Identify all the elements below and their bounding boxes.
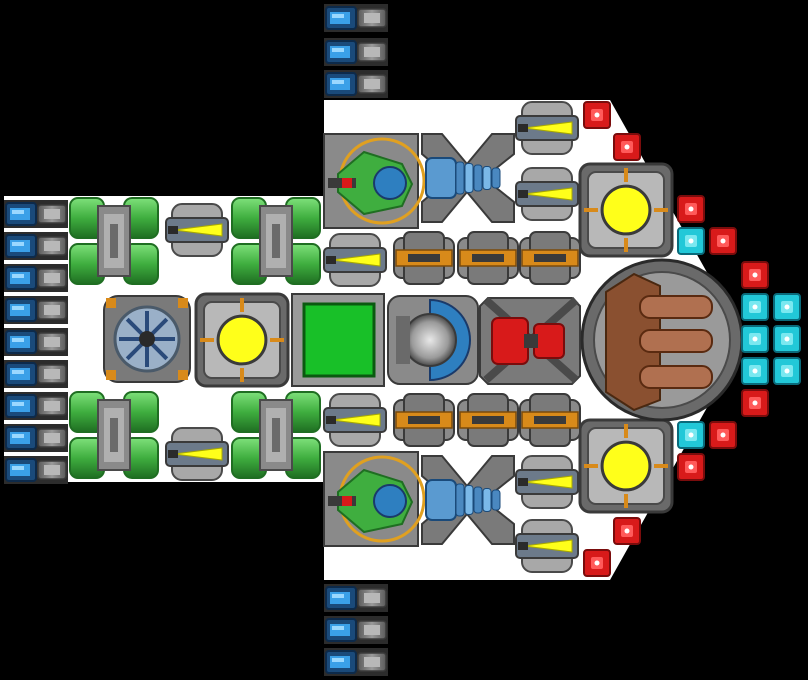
battery-cell	[324, 70, 388, 98]
warning-light	[709, 421, 737, 449]
warning-light	[613, 133, 641, 161]
fuel-tank	[230, 196, 322, 286]
coupler	[393, 231, 455, 285]
thruster[interactable]	[323, 393, 387, 447]
sensor-light	[773, 325, 801, 353]
coupler	[457, 231, 519, 285]
engine[interactable]	[421, 133, 515, 223]
sensor-light	[741, 325, 769, 353]
battery-cell	[324, 616, 388, 644]
cargo-bay	[291, 293, 385, 387]
sensor-light	[773, 293, 801, 321]
battery-cell	[4, 456, 68, 484]
sensor-light	[741, 357, 769, 385]
battery-cell	[4, 424, 68, 452]
warning-light	[741, 389, 769, 417]
battery-cell	[4, 232, 68, 260]
warning-light	[709, 227, 737, 255]
thruster[interactable]	[515, 519, 579, 573]
battery-cell	[4, 360, 68, 388]
battery-cell	[324, 38, 388, 66]
sensor-light	[677, 421, 705, 449]
nav-hub	[103, 295, 191, 383]
engine[interactable]	[421, 455, 515, 545]
warning-light	[741, 261, 769, 289]
sensor-light	[677, 227, 705, 255]
red-core	[479, 297, 581, 385]
thruster[interactable]	[515, 167, 579, 221]
warning-light	[583, 101, 611, 129]
warning-light	[583, 549, 611, 577]
coupler	[519, 231, 581, 285]
battery-cell	[4, 296, 68, 324]
turret[interactable]	[323, 451, 426, 547]
sensor-light	[741, 293, 769, 321]
battery-cell	[324, 4, 388, 32]
warning-light	[677, 195, 705, 223]
coupler	[457, 393, 519, 447]
battery-cell	[324, 648, 388, 676]
battery-cell	[324, 584, 388, 612]
fuel-tank	[230, 390, 322, 480]
bridge-dome	[580, 258, 744, 422]
thruster[interactable]	[165, 427, 229, 481]
fuel-tank	[68, 196, 160, 286]
warning-light	[613, 517, 641, 545]
thruster[interactable]	[323, 233, 387, 287]
thruster[interactable]	[165, 203, 229, 257]
battery-cell	[4, 200, 68, 228]
reactor-core	[194, 292, 290, 388]
coupler	[393, 393, 455, 447]
coupler	[519, 393, 581, 447]
thruster[interactable]	[515, 455, 579, 509]
battery-cell	[4, 392, 68, 420]
battery-cell	[4, 328, 68, 356]
sensor-light	[773, 357, 801, 385]
thruster[interactable]	[515, 101, 579, 155]
pod	[387, 295, 479, 385]
reactor-core	[578, 162, 674, 258]
battery-cell	[4, 264, 68, 292]
fuel-tank	[68, 390, 160, 480]
turret[interactable]	[323, 133, 426, 229]
warning-light	[677, 453, 705, 481]
reactor-core	[578, 418, 674, 514]
